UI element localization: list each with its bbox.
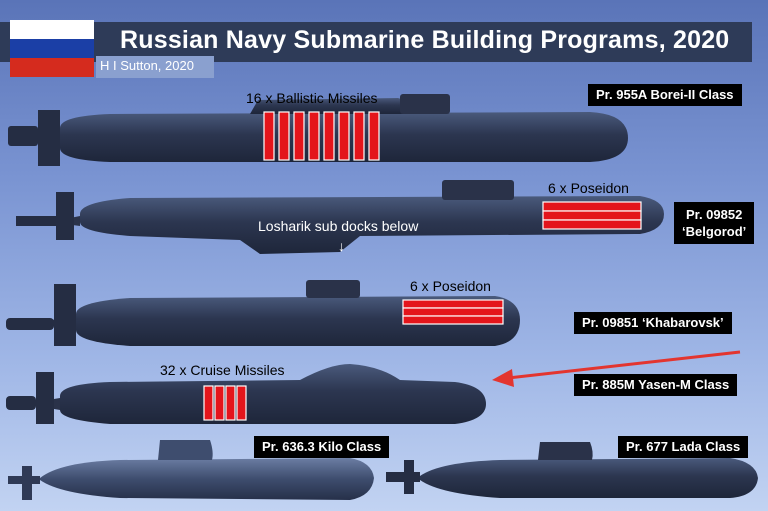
label-lada: Pr. 677 Lada Class <box>618 436 749 458</box>
caption-khabarovsk-payload: 6 x Poseidon <box>410 278 491 294</box>
sub-khabarovsk-hull <box>6 280 520 346</box>
byline: H I Sutton, 2020 <box>100 58 194 73</box>
sub-lada-hull <box>386 442 758 498</box>
caption-belgorod-payload: 6 x Poseidon <box>548 180 629 196</box>
label-khabarovsk: Pr. 09851 ‘Khabarovsk’ <box>574 312 732 334</box>
sub-yasen-payload <box>203 385 247 421</box>
sub-borei-payload <box>263 111 380 161</box>
sub-kilo-hull <box>8 440 374 500</box>
label-belgorod-line2: ‘Belgorod’ <box>682 224 747 239</box>
russian-flag-icon <box>10 20 94 77</box>
label-belgorod: Pr. 09852 ‘Belgorod’ <box>674 202 755 244</box>
label-belgorod-line1: Pr. 09852 <box>685 207 743 222</box>
label-kilo: Pr. 636.3 Kilo Class <box>254 436 390 458</box>
caption-losharik: Losharik sub docks below <box>258 218 419 234</box>
caption-yasen-payload: 32 x Cruise Missiles <box>160 362 285 378</box>
sub-belgorod-hull <box>16 180 664 254</box>
title-banner <box>0 22 752 62</box>
sub-khabarovsk-payload <box>402 299 504 325</box>
down-arrow-icon: ↓ <box>338 238 345 254</box>
label-yasen: Pr. 885M Yasen-M Class <box>574 374 738 396</box>
arrow-to-yasen <box>492 350 741 387</box>
caption-borei-payload: 16 x Ballistic Missiles <box>246 90 378 106</box>
sub-belgorod-payload <box>542 201 642 230</box>
sub-yasen-hull <box>6 364 486 424</box>
byline-background <box>96 56 214 78</box>
label-borei: Pr. 955A Borei-II Class <box>588 84 742 106</box>
page-title: Russian Navy Submarine Building Programs… <box>120 26 730 54</box>
